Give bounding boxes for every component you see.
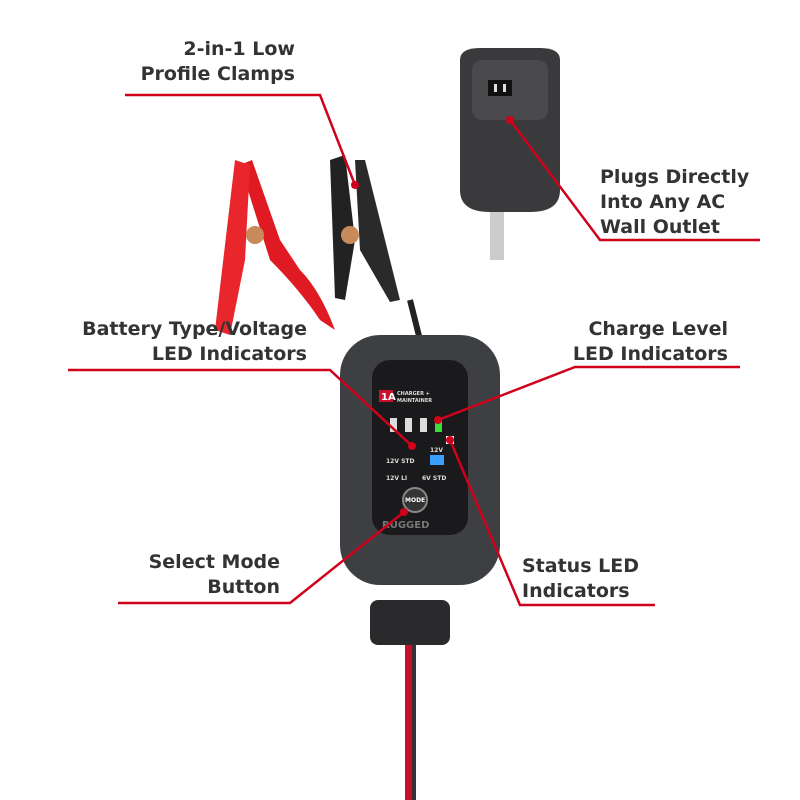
clamps-leader [125, 93, 357, 186]
mode-button-leader [118, 511, 405, 605]
callout-text: Battery Type/Voltage [82, 318, 307, 340]
callout-battery-type: Battery Type/Voltage LED Indicators [82, 317, 307, 367]
callout-text: Button [207, 576, 280, 598]
charge-led-3 [420, 418, 427, 432]
callout-status: Status LED Indicators [522, 554, 639, 604]
callout-text: Into Any AC [600, 191, 726, 213]
mode-led-blue [430, 455, 444, 465]
callout-text: 2-in-1 Low [183, 38, 295, 60]
battery-type-leader [68, 368, 413, 447]
callout-clamps: 2-in-1 Low Profile Clamps [141, 37, 295, 87]
plug-leader [509, 119, 760, 242]
callout-text: Plugs Directly [600, 166, 750, 188]
charge-led-4 [435, 418, 442, 432]
callout-charge-level: Charge Level LED Indicators [573, 317, 728, 367]
status-leader [448, 439, 655, 607]
charge-led-2 [405, 418, 412, 432]
callout-text: Charge Level [588, 318, 728, 340]
callout-plug: Plugs Directly Into Any AC Wall Outlet [600, 165, 749, 240]
callout-text: Profile Clamps [140, 63, 295, 85]
callout-text: LED Indicators [572, 343, 728, 365]
callout-dots [351, 116, 514, 516]
wall-adapter [460, 48, 560, 260]
mode-12v-li: 12V LI [386, 475, 407, 482]
mode-12v-std: 12V STD [386, 458, 414, 465]
output-cable [405, 640, 415, 800]
device-title-2: MAINTAINER [397, 398, 432, 404]
mode-6v-std: 6V STD [422, 475, 446, 482]
mode-button[interactable] [402, 487, 428, 513]
black-clamp [330, 155, 423, 341]
charge-led-1 [390, 418, 397, 432]
brand-logo: RUGGED [382, 520, 429, 531]
rating-label: 1A [381, 392, 396, 403]
output-cable-stripe [412, 640, 416, 800]
callout-lines [68, 93, 760, 607]
charger-body: 1A CHARGER + MAINTAINER 12V STD 12V 12V … [340, 335, 500, 645]
callout-text: LED Indicators [151, 343, 307, 365]
charge-level-leader [437, 365, 740, 422]
callout-text: Status LED [522, 555, 639, 577]
callout-text: Wall Outlet [600, 216, 720, 238]
callout-text: Indicators [522, 580, 630, 602]
device-title-1: CHARGER + [397, 391, 430, 397]
red-clamp [215, 160, 335, 335]
callout-mode-button: Select Mode Button [149, 550, 280, 600]
mode-button-label: MODE [405, 497, 425, 504]
callout-text: Select Mode [148, 551, 280, 573]
mode-12v: 12V [430, 447, 443, 454]
